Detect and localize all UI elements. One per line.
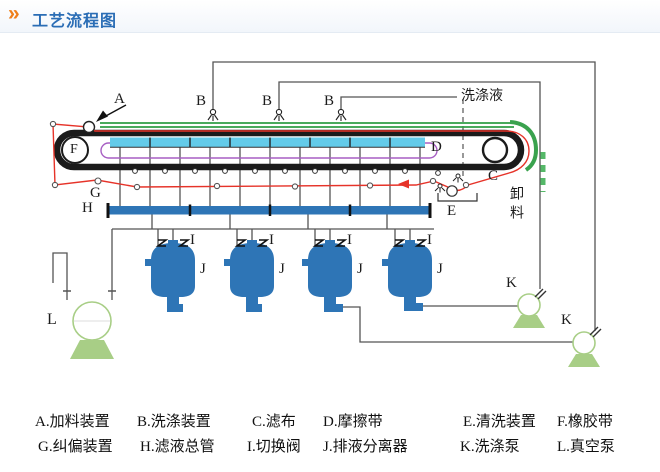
legend-item-G: G.纠偏装置 [38, 439, 113, 455]
separator-tank-2 [224, 240, 274, 312]
separator-tanks [145, 240, 432, 312]
sprinkler-icon-3 [335, 108, 347, 121]
filter-cloth [49, 120, 530, 192]
separator-tank-4 [382, 240, 432, 311]
wash-pump-1-shaft-icon [534, 288, 547, 300]
feed-device [82, 104, 127, 134]
page-header: » 工艺流程图 [0, 0, 660, 33]
cloth-direction-arrow-icon [398, 179, 409, 189]
manifold-drop-pipes [151, 214, 388, 229]
vacuum-pump-base [70, 340, 114, 359]
cloth-washer-spray-icons [434, 173, 464, 193]
cloth-washer [434, 173, 478, 202]
cloth-guide-rollers [49, 120, 470, 191]
switch-valve-icon-3 [312, 239, 348, 247]
cloth-washer-bracket [437, 193, 478, 202]
manifold-ticks [188, 204, 352, 216]
label-washer-E: E [447, 203, 457, 219]
switch-valve-icon-2 [234, 239, 270, 247]
label-discharge: 卸料 [508, 186, 523, 224]
legend-item-I: I.切换阀 [247, 439, 301, 455]
cake-fill [110, 137, 425, 147]
label-valve-I2: I [269, 232, 274, 248]
tank-side-pipes [157, 229, 396, 259]
label-washing-liquid: 洗涤液 [461, 89, 503, 104]
label-feed-A: A [114, 91, 125, 107]
manifold-end-caps [106, 203, 432, 218]
wash-pipe-2 [278, 81, 541, 289]
green-belt-wrap [509, 120, 539, 172]
separators [145, 239, 432, 312]
wash-pump-2-shaft-icon [589, 326, 602, 338]
left-drum [61, 136, 89, 164]
label-valve-I4: I [427, 232, 432, 248]
tank-top-pipes [172, 229, 411, 243]
label-friction-D: D [431, 139, 442, 155]
legend-item-H: H.滤液总管 [140, 439, 215, 455]
sprinkler-icon-1 [207, 108, 219, 121]
label-rubber-F: F [70, 142, 78, 157]
switch-valve-icon-4 [392, 239, 428, 247]
label-vacuumpump-L: L [47, 311, 57, 328]
vacuum-pump [70, 301, 114, 359]
legend-item-E: E.清洗装置 [463, 414, 536, 430]
wash-pipe-1 [212, 61, 596, 331]
chevrons-icon: » [8, 2, 20, 25]
legend-item-C: C.滤布 [252, 414, 296, 430]
wash-pumps [513, 288, 602, 367]
filter-cloth-path [52, 123, 530, 192]
separator-tank-3 [302, 240, 352, 312]
page-title: 工艺流程图 [32, 13, 118, 30]
label-wash-B2: B [262, 93, 273, 109]
label-manifold-H: H [82, 200, 93, 216]
legend-item-J: J.排液分离器 [323, 439, 408, 455]
vacuum-port-circles [132, 168, 441, 176]
wash-pump-2-base [568, 354, 600, 367]
wash-pipe-3 [340, 96, 457, 110]
label-guide-G: G [90, 185, 101, 201]
label-separator-J1: J [200, 261, 206, 277]
separator-tank-1 [145, 240, 195, 312]
label-washpump-K1: K [506, 275, 517, 291]
cake-cell-dividers [149, 137, 391, 147]
wash-sprinklers [207, 108, 347, 121]
switch-valve-icons [155, 239, 428, 247]
green-belt [100, 120, 546, 192]
label-valve-I3: I [347, 232, 352, 248]
feed-arrow-line [103, 104, 127, 118]
vacuum-pump-exhaust-pipe [52, 252, 68, 300]
label-wash-B1: B [196, 93, 207, 109]
legend-item-K: K.洗涤泵 [460, 439, 520, 455]
label-valve-I1: I [190, 232, 195, 248]
belt-drain-pipes [119, 147, 421, 206]
separator3-outlet-pipe [343, 306, 573, 343]
wash-pump-2-icon [572, 331, 596, 355]
rubber-belt-loop [53, 129, 525, 171]
piping [52, 61, 596, 343]
legend-item-F: F.橡胶带 [557, 414, 613, 430]
feed-arrow-head-icon [96, 110, 108, 122]
label-separator-J2: J [279, 261, 285, 277]
label-cloth-C: C [488, 168, 499, 184]
legend: A.加料装置 B.洗涤装置 C.滤布 D.摩擦带 E.清洗装置 F.橡胶带 G.… [0, 406, 660, 466]
cloth-washer-roller [446, 185, 458, 197]
legend-item-A: A.加料装置 [35, 414, 110, 430]
switch-valve-icon-1 [155, 239, 191, 247]
legend-item-B: B.洗涤装置 [137, 414, 211, 430]
right-drum [481, 136, 509, 164]
wash-pump-1-icon [517, 293, 541, 317]
sprinkler-icon-2 [273, 108, 285, 121]
legend-item-L: L.真空泵 [557, 439, 615, 455]
label-wash-B3: B [324, 93, 335, 109]
label-washpump-K2: K [561, 312, 572, 328]
cake-band [110, 137, 425, 148]
filtrate-manifold [106, 203, 432, 218]
legend-item-D: D.摩擦带 [323, 414, 383, 430]
wash-pump-1-base [513, 315, 545, 328]
label-separator-J3: J [357, 261, 363, 277]
feed-roller [82, 120, 96, 134]
label-separator-J4: J [437, 261, 443, 277]
